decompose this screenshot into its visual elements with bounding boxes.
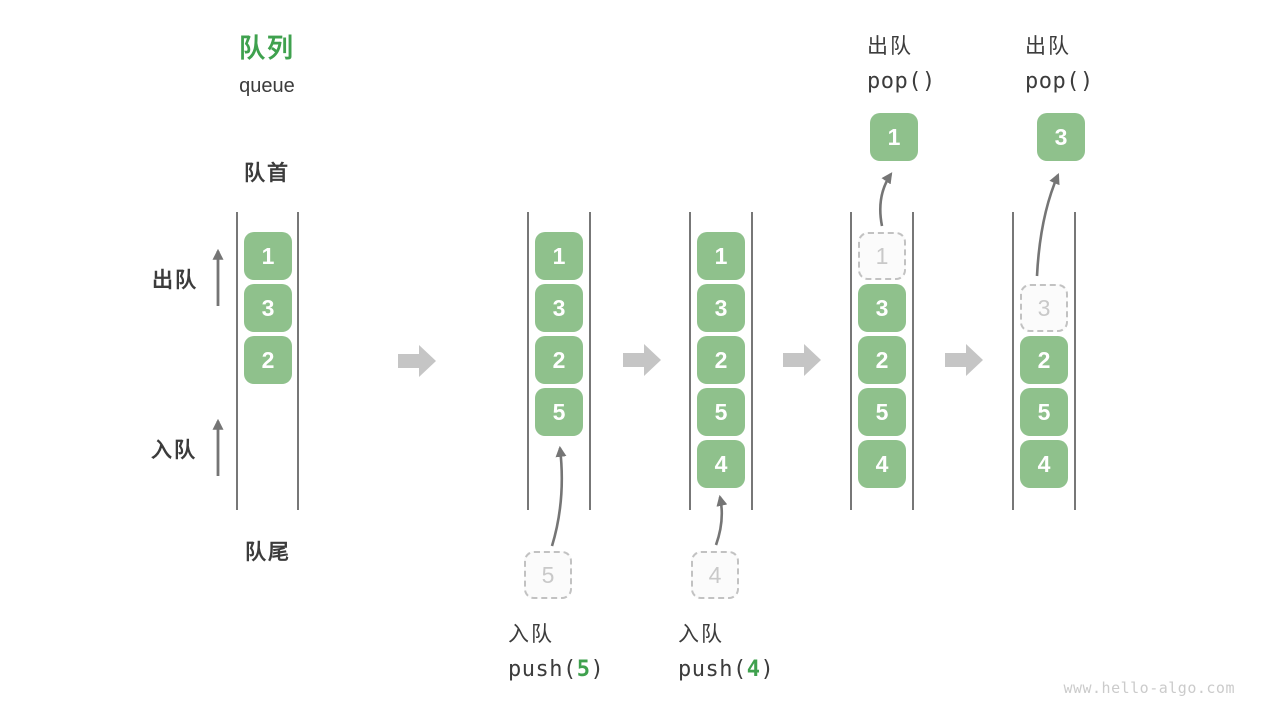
op-code-argument: 5 [576, 657, 591, 682]
op-label-code: pop() [867, 69, 936, 94]
state-transition-arrow [623, 344, 661, 376]
popped-element-box: 3 [1037, 113, 1085, 161]
queue-box: 1 [244, 232, 292, 280]
queue-rear-label: 队尾 [245, 541, 291, 564]
state-transition-arrow [945, 344, 983, 376]
state-transition-arrow [398, 345, 436, 377]
queue-box: 3 [697, 284, 745, 332]
queue-box: 1 [535, 232, 583, 280]
push-arrow [714, 494, 728, 546]
queue-front-label: 队首 [244, 162, 290, 185]
queue-box: 4 [697, 440, 745, 488]
op-label-cn: 出队 [867, 35, 913, 58]
queue-box: 2 [1020, 336, 1068, 384]
op-code-argument: 4 [746, 657, 761, 682]
queue-box: 5 [697, 388, 745, 436]
pop-arrow [1035, 172, 1060, 277]
staged-element-box: 5 [524, 551, 572, 599]
queue-box: 3 [858, 284, 906, 332]
queue-box: 5 [1020, 388, 1068, 436]
queue-box: 3 [244, 284, 292, 332]
push-op-label: 入队 push(4) [678, 618, 774, 682]
op-label-code: push(5) [508, 657, 605, 682]
queue-box: 2 [244, 336, 292, 384]
popped-element-box: 1 [870, 113, 918, 161]
queue-box: 2 [697, 336, 745, 384]
queue-box: 5 [858, 388, 906, 436]
push-op-label: 入队 push(5) [508, 618, 604, 682]
queue-box: 3 [535, 284, 583, 332]
queue-box: 2 [535, 336, 583, 384]
dequeue-side-label: 出队 [152, 269, 198, 292]
queue-box: 2 [858, 336, 906, 384]
enqueue-side-label: 入队 [151, 439, 197, 462]
queue-slot-dashed: 3 [1020, 284, 1068, 332]
state-transition-arrow [783, 344, 821, 376]
diagram-title: 队列 [238, 33, 296, 63]
push-arrow [550, 445, 567, 547]
op-label-code: push(4) [678, 657, 775, 682]
op-label-cn: 出队 [1025, 35, 1071, 58]
watermark: www.hello-algo.com [1063, 679, 1235, 697]
op-label-cn: 入队 [508, 623, 554, 646]
queue-box: 4 [1020, 440, 1068, 488]
diagram-subtitle: queue [239, 75, 295, 97]
queue-box: 5 [535, 388, 583, 436]
title-block: 队列 queue [239, 28, 295, 98]
pop-arrow [879, 172, 893, 227]
queue-box: 1 [697, 232, 745, 280]
op-label-cn: 入队 [678, 623, 724, 646]
op-label-code: pop() [1025, 69, 1094, 94]
pop-op-label: 出队 pop() [1025, 30, 1094, 94]
staged-element-box: 4 [691, 551, 739, 599]
queue-box: 4 [858, 440, 906, 488]
pop-op-label: 出队 pop() [867, 30, 936, 94]
queue-slot-dashed: 1 [858, 232, 906, 280]
